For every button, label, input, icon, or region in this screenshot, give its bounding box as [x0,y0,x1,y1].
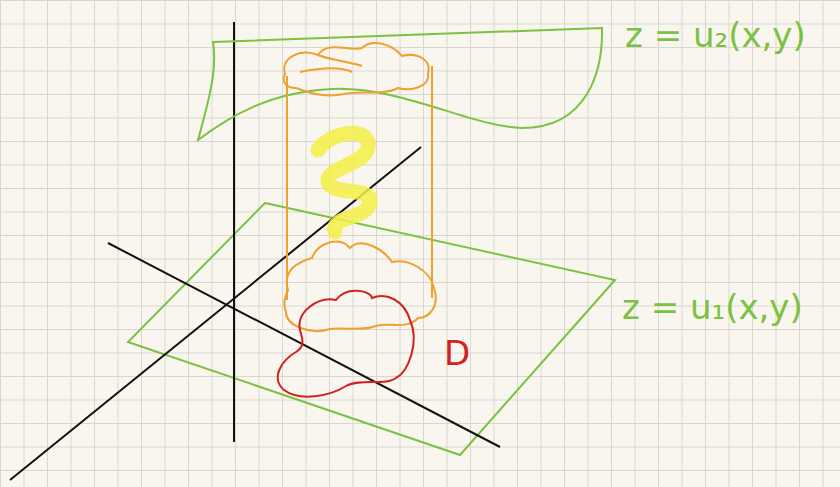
upper-surface [198,28,602,140]
region-d [278,291,414,397]
bottom-patch [284,242,436,331]
top-patch [284,43,429,95]
surface-label: z = u₁(x,y) [622,290,803,324]
z-axis [233,22,235,442]
surface-label: z = u₂(x,y) [625,18,806,52]
region-label: D [444,336,470,370]
top-patch [300,55,362,72]
cylinder-wall [286,76,288,300]
x-axis [108,243,500,447]
cylinder-wall [431,66,433,298]
lower-surface [128,203,615,455]
highlight [318,133,370,232]
